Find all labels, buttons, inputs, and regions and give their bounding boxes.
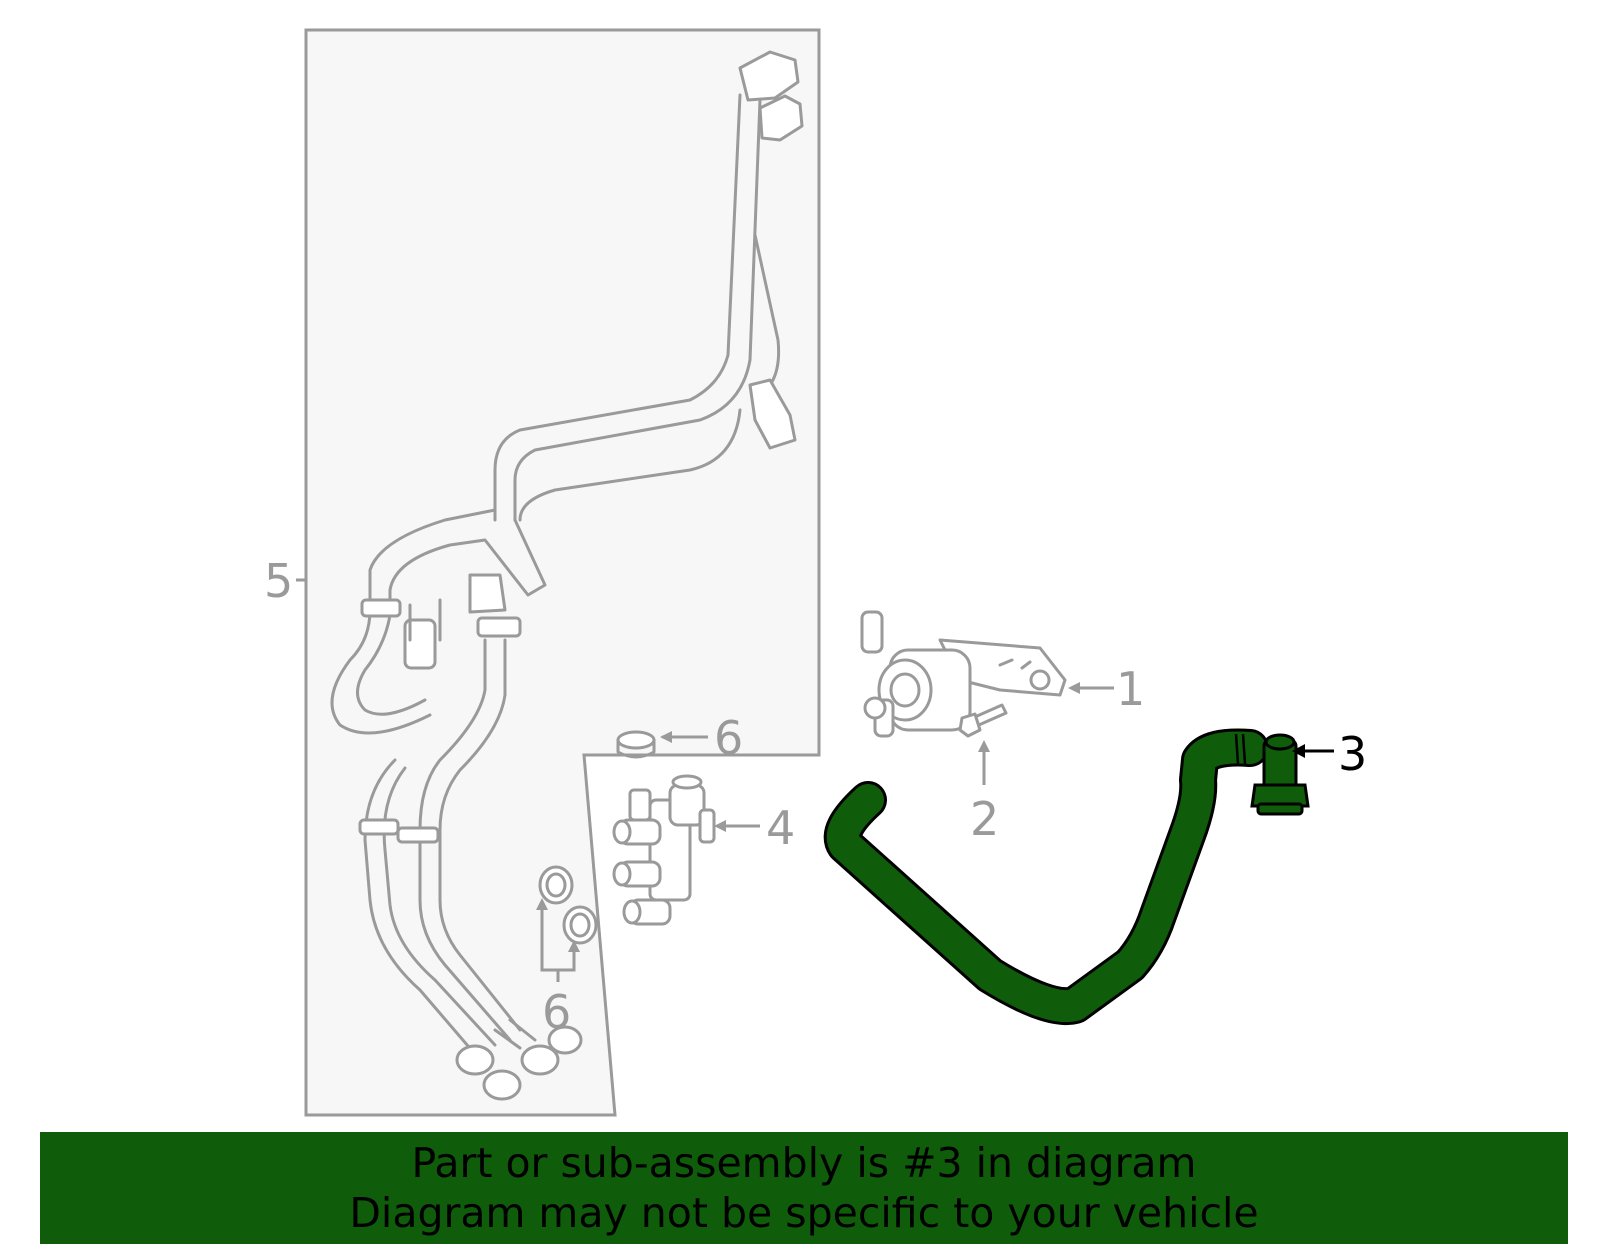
callout-4: 4	[766, 801, 795, 855]
bolt-2[interactable]	[958, 703, 1008, 738]
hose-assembly-5[interactable]	[330, 50, 804, 1101]
callout-5: 5	[264, 554, 293, 608]
pump-1[interactable]	[860, 610, 1067, 738]
clamps-6-lower[interactable]	[538, 865, 598, 945]
valve-4[interactable]	[612, 774, 716, 926]
info-banner: Part or sub-assembly is #3 in diagram Di…	[40, 1132, 1568, 1244]
assembly-5-panel	[304, 28, 821, 1117]
callout-3: 3	[1338, 727, 1367, 781]
callout-2: 2	[970, 792, 999, 846]
banner-line-1: Part or sub-assembly is #3 in diagram	[411, 1139, 1197, 1187]
callout-1: 1	[1116, 662, 1145, 716]
callout-6-upper: 6	[714, 711, 743, 765]
banner-line-2: Diagram may not be specific to your vehi…	[349, 1189, 1259, 1237]
callout-6-lower: 6	[542, 985, 571, 1039]
hose-3-highlighted[interactable]	[823, 728, 1310, 1026]
clamp-6-upper[interactable]	[616, 730, 656, 759]
